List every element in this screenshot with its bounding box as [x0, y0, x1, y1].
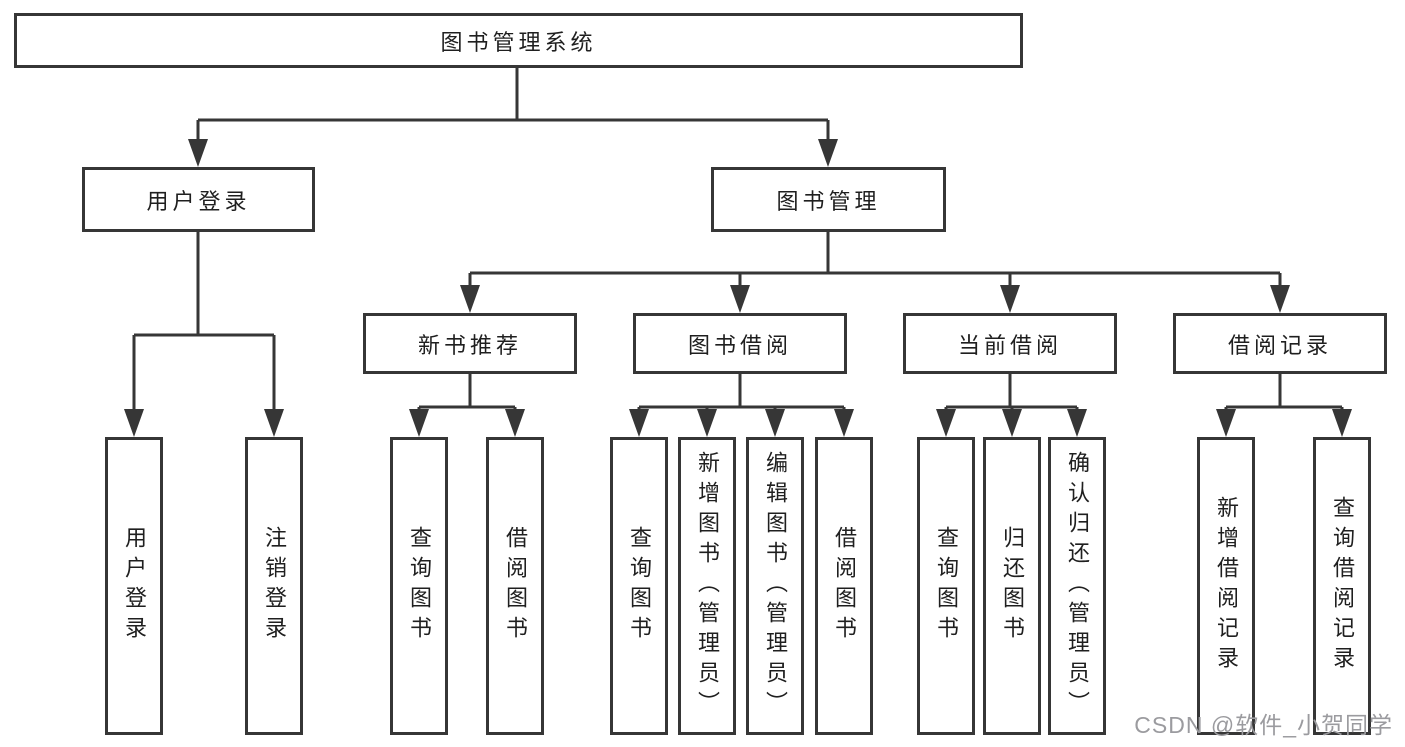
leaf-query-books-current: 查询图书: [917, 437, 975, 735]
leaf-return-book: 归还图书: [983, 437, 1041, 735]
arrowheads: [124, 139, 1352, 437]
leaf-query-borrow-record-label: 查询借阅记录: [1330, 496, 1355, 676]
node-current-borrow: 当前借阅: [903, 313, 1117, 374]
leaf-query-books-borrow-label: 查询图书: [627, 526, 652, 646]
leaf-query-books-current-label: 查询图书: [934, 526, 959, 646]
node-borrow-records: 借阅记录: [1173, 313, 1387, 374]
leaf-logout: 注销登录: [245, 437, 303, 735]
leaf-add-book-admin-label: 新增图书（管理员）: [695, 451, 720, 721]
node-new-book-recommend: 新书推荐: [363, 313, 577, 374]
leaf-query-books-recommend: 查询图书: [390, 437, 448, 735]
leaf-user-login-label: 用户登录: [122, 526, 147, 646]
leaf-logout-label: 注销登录: [262, 526, 287, 646]
leaf-add-borrow-record: 新增借阅记录: [1197, 437, 1255, 735]
leaf-query-borrow-record: 查询借阅记录: [1313, 437, 1371, 735]
leaf-edit-book-admin: 编辑图书（管理员）: [746, 437, 804, 735]
leaf-add-borrow-record-label: 新增借阅记录: [1214, 496, 1239, 676]
leaf-edit-book-admin-label: 编辑图书（管理员）: [763, 451, 788, 721]
leaf-return-book-label: 归还图书: [1000, 526, 1025, 646]
leaf-borrow-books-recommend-label: 借阅图书: [503, 526, 528, 646]
node-user-login: 用户登录: [82, 167, 315, 232]
leaf-query-books-borrow: 查询图书: [610, 437, 668, 735]
leaf-confirm-return-admin-label: 确认归还（管理员）: [1065, 451, 1090, 721]
leaf-borrow-books-borrow-label: 借阅图书: [832, 526, 857, 646]
leaf-borrow-books-borrow: 借阅图书: [815, 437, 873, 735]
leaf-query-books-recommend-label: 查询图书: [407, 526, 432, 646]
watermark: CSDN @软件_小贺同学: [1134, 712, 1393, 738]
node-book-management: 图书管理: [711, 167, 946, 232]
node-book-borrow: 图书借阅: [633, 313, 847, 374]
leaf-borrow-books-recommend: 借阅图书: [486, 437, 544, 735]
leaf-user-login: 用户登录: [105, 437, 163, 735]
leaf-add-book-admin: 新增图书（管理员）: [678, 437, 736, 735]
node-root: 图书管理系统: [14, 13, 1023, 68]
leaf-confirm-return-admin: 确认归还（管理员）: [1048, 437, 1106, 735]
